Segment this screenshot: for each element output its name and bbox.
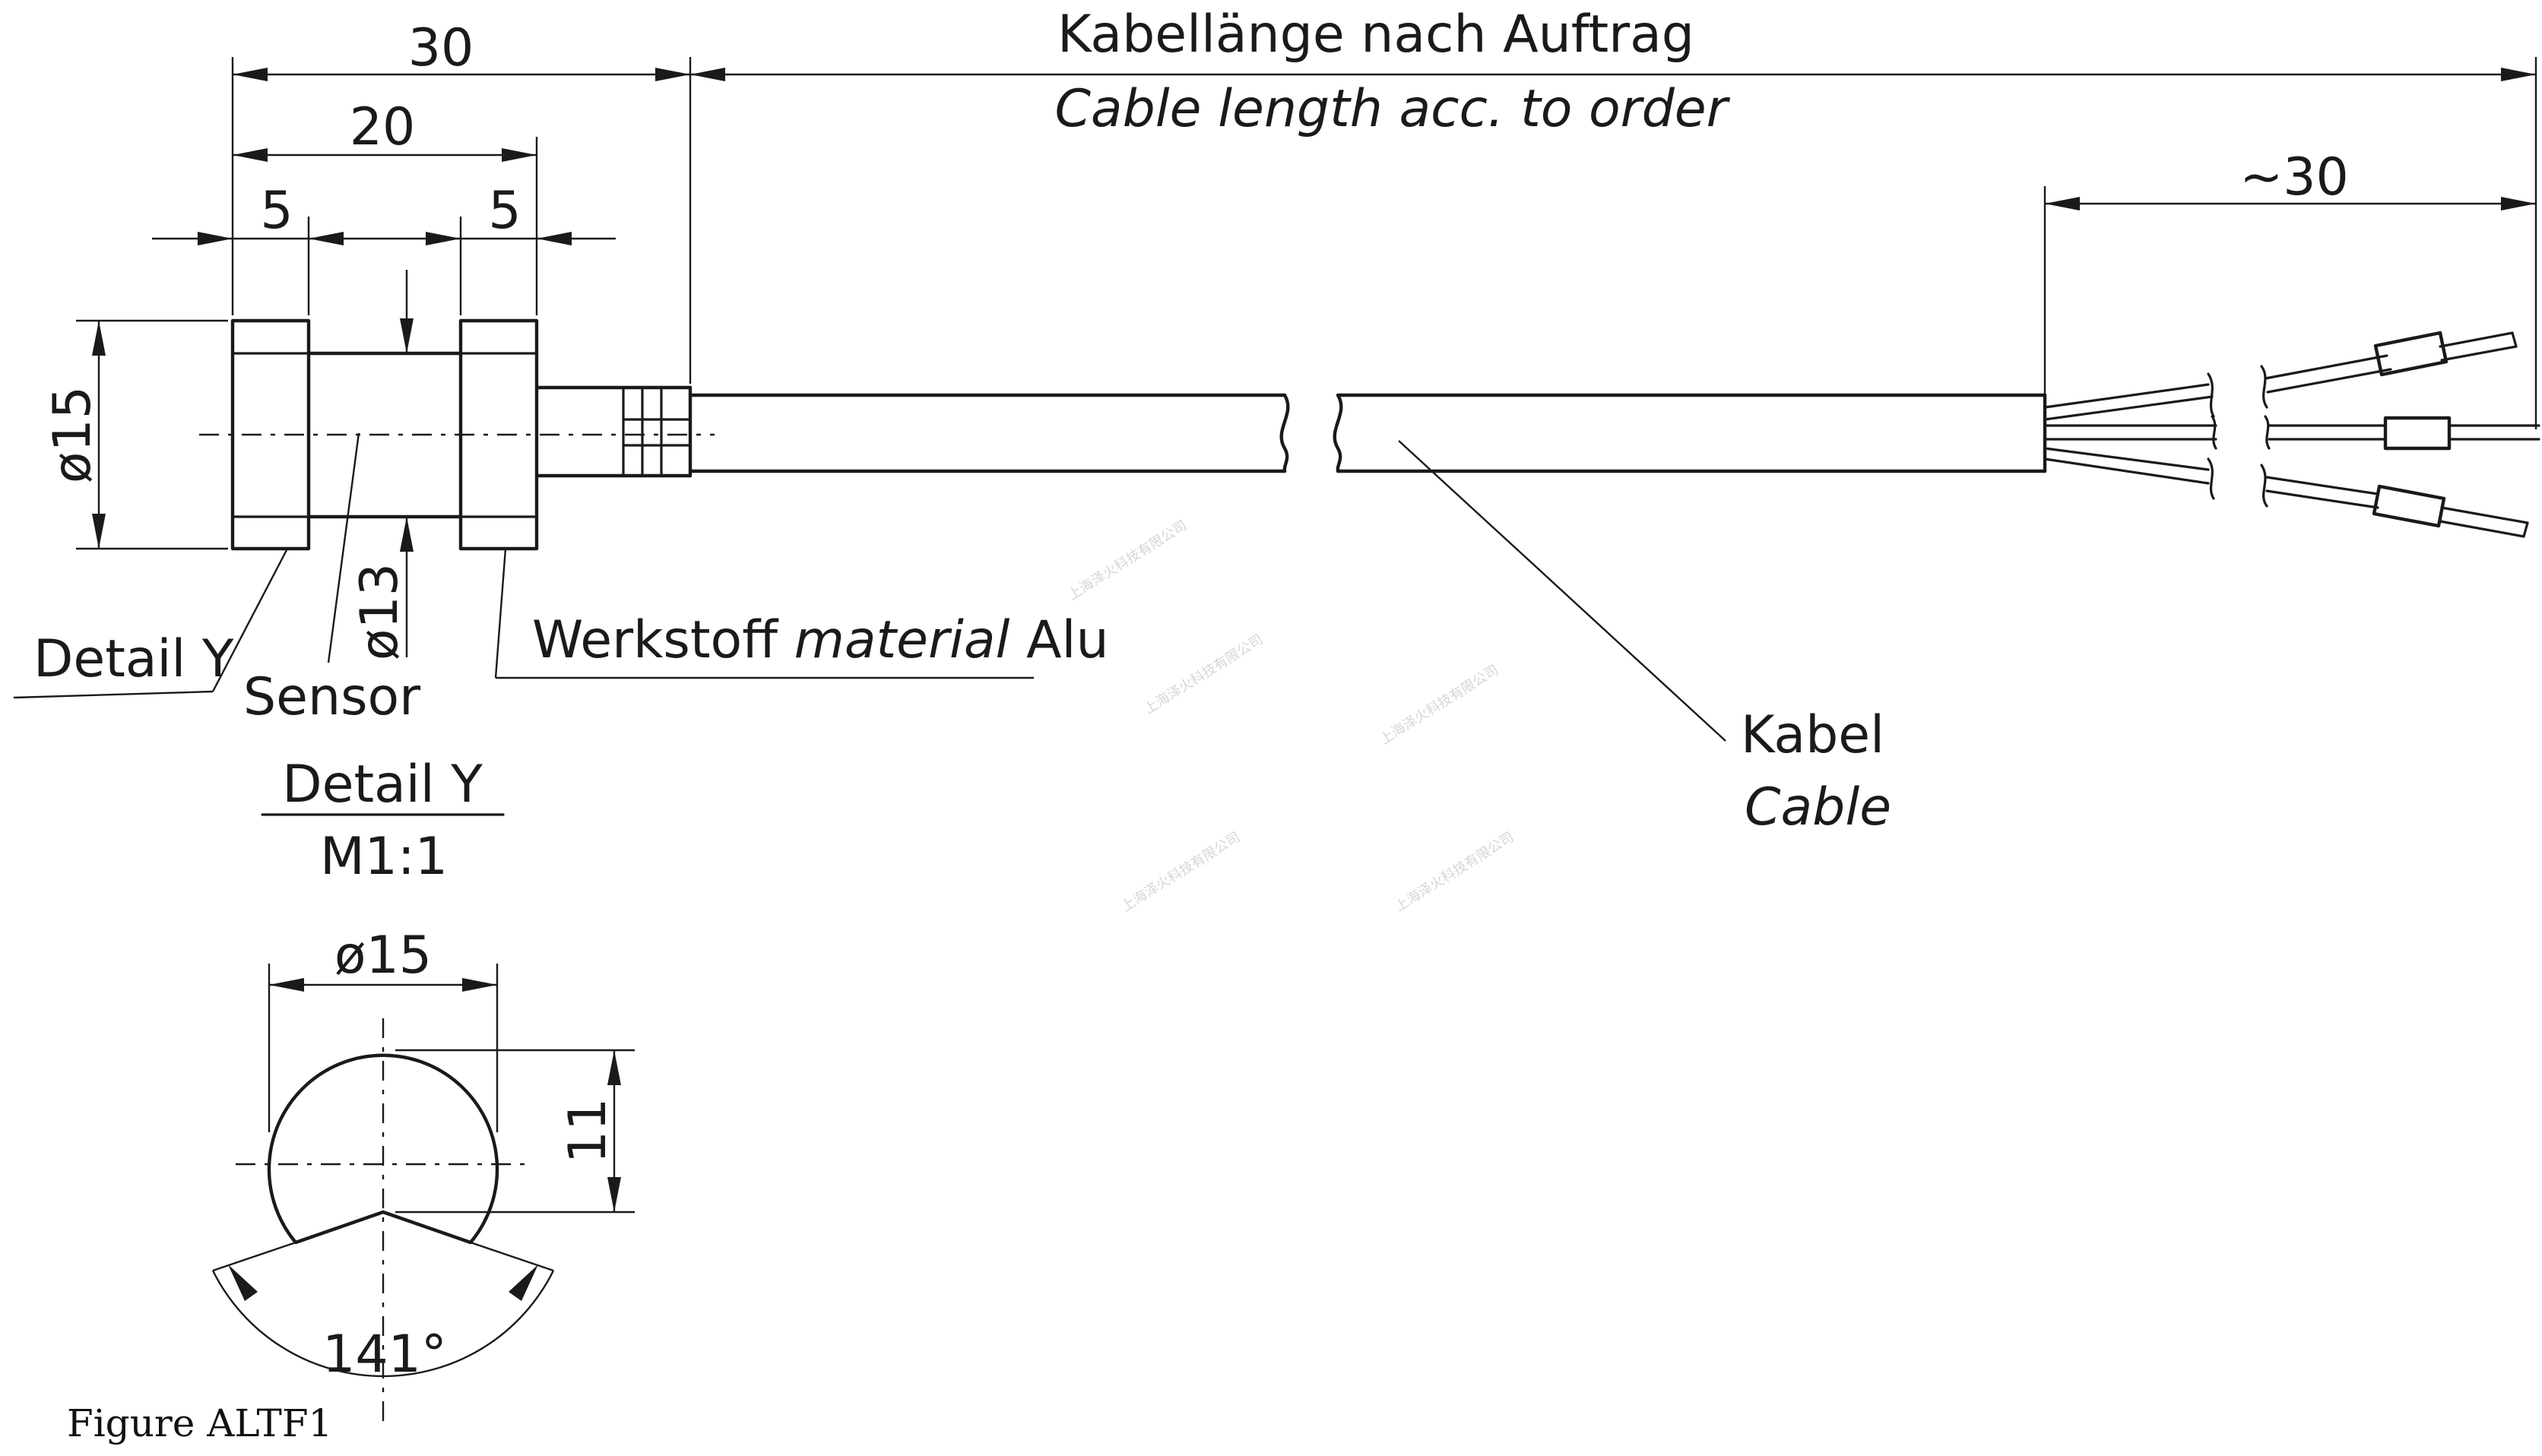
dim-5-left: 5 [260,181,293,241]
dim-phi13: ø13 [350,563,410,660]
dim-5-right: 5 [488,181,521,241]
sensor-profile [267,1053,499,1245]
cable-label: Cable [1745,777,1891,837]
dimension-lines [76,57,2537,657]
dim-141-deg: 141° [322,1325,447,1385]
dim-20: 20 [350,97,416,157]
detail-y-title: Detail Y [282,755,483,815]
dim-approx-30: ~30 [2239,147,2349,207]
watermark: 上海泽火科技有限公司 [1066,518,1190,603]
cable-length-de: Kabellänge nach Auftrag [1057,5,1694,65]
watermark: 上海泽火科技有限公司 [1119,829,1244,915]
dim-phi15-detail: ø15 [334,926,432,986]
dim-30: 30 [408,18,474,78]
dim-11: 11 [558,1098,618,1164]
dim-phi15-side: ø15 [43,386,103,483]
cable [688,393,2047,473]
sensor-label: Sensor [243,667,420,727]
material-de-2: Alu [1010,610,1108,670]
watermark: 上海泽火科技有限公司 [1142,631,1266,717]
material-de-1: Werkstoff [532,610,794,670]
detail-view: Detail Y M1:1 ø15 11 141° [211,755,635,1421]
watermark: 上海泽火科技有限公司 [1393,829,1517,915]
detail-y-pointer-label: Detail Y [33,629,234,689]
material-en: material [794,610,1010,670]
part-labels: Detail Y Sensor Werkstoff material Alu K… [33,610,1891,837]
cable-length-en: Cable length acc. to order [1054,79,1730,139]
watermark: 上海泽火科技有限公司 [1377,662,1502,748]
kabel-label: Kabel [1741,705,1884,765]
detail-scale: M1:1 [320,827,448,887]
sensor-body [199,318,715,551]
leader-lines [13,432,1726,742]
dimension-texts: 30 20 5 5 ø15 ø13 ~30 [43,18,2349,660]
figure-caption: Figure ALTF1 [67,1401,332,1445]
material-label: Werkstoff material Alu [532,610,1109,670]
cable-length-note: Kabellänge nach Auftrag Cable length acc… [1054,5,1730,139]
watermarks: 上海泽火科技有限公司 上海泽火科技有限公司 上海泽火科技有限公司 上海泽火科技有… [1066,518,1517,915]
wire-ends [2043,331,2540,538]
